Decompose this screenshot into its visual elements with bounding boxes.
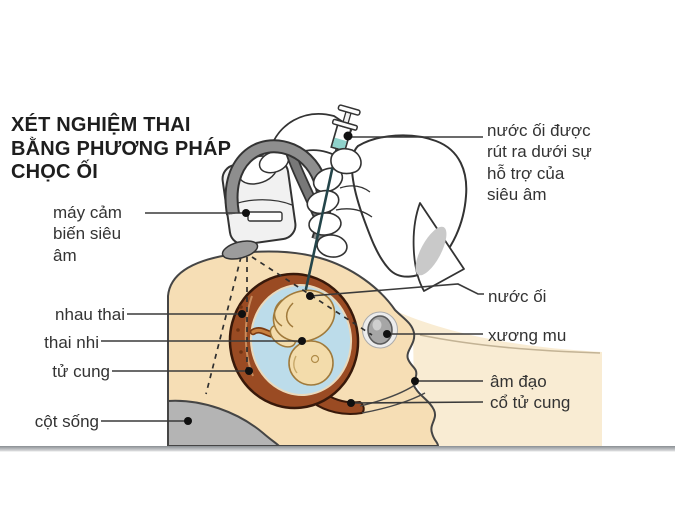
transducer-slot <box>247 211 283 222</box>
thumb <box>330 147 362 175</box>
label-cervix: cổ tử cung <box>490 393 571 412</box>
clinician-right-hand <box>306 134 468 292</box>
label-placenta: nhau thai <box>55 305 125 324</box>
transducer-foot <box>221 240 259 260</box>
label-ultrasound-transducer: máy cảm biến siêu âm <box>53 203 122 265</box>
vaginal-canal-lines <box>359 382 426 414</box>
label-pubic-bone: xương mu <box>488 326 567 345</box>
leader-lines <box>101 136 484 422</box>
spine-shape <box>167 399 282 447</box>
bottom-divider <box>0 446 675 452</box>
label-fluid-withdrawn: nước ối được rút ra dưới sự hỗ trợ của s… <box>487 121 592 205</box>
needle <box>304 145 339 291</box>
plunger-handle <box>337 104 361 116</box>
label-fetus: thai nhi <box>44 333 99 352</box>
leader-dots <box>184 131 419 425</box>
pubic-bone-shape <box>362 311 398 349</box>
syringe-fluid <box>332 137 347 150</box>
diagram-title: XÉT NGHIỆM THAI BẰNG PHƯƠNG PHÁP CHỌC ỐI <box>11 114 232 184</box>
fetus-illustration <box>269 289 336 386</box>
label-amniotic-fluid: nước ối <box>488 287 547 306</box>
thigh-region <box>398 312 602 446</box>
sleeve-cuff <box>412 202 465 292</box>
label-uterus: tử cung <box>52 362 110 381</box>
label-vagina: âm đạo <box>490 372 547 391</box>
label-spine: cột sống <box>34 412 99 431</box>
